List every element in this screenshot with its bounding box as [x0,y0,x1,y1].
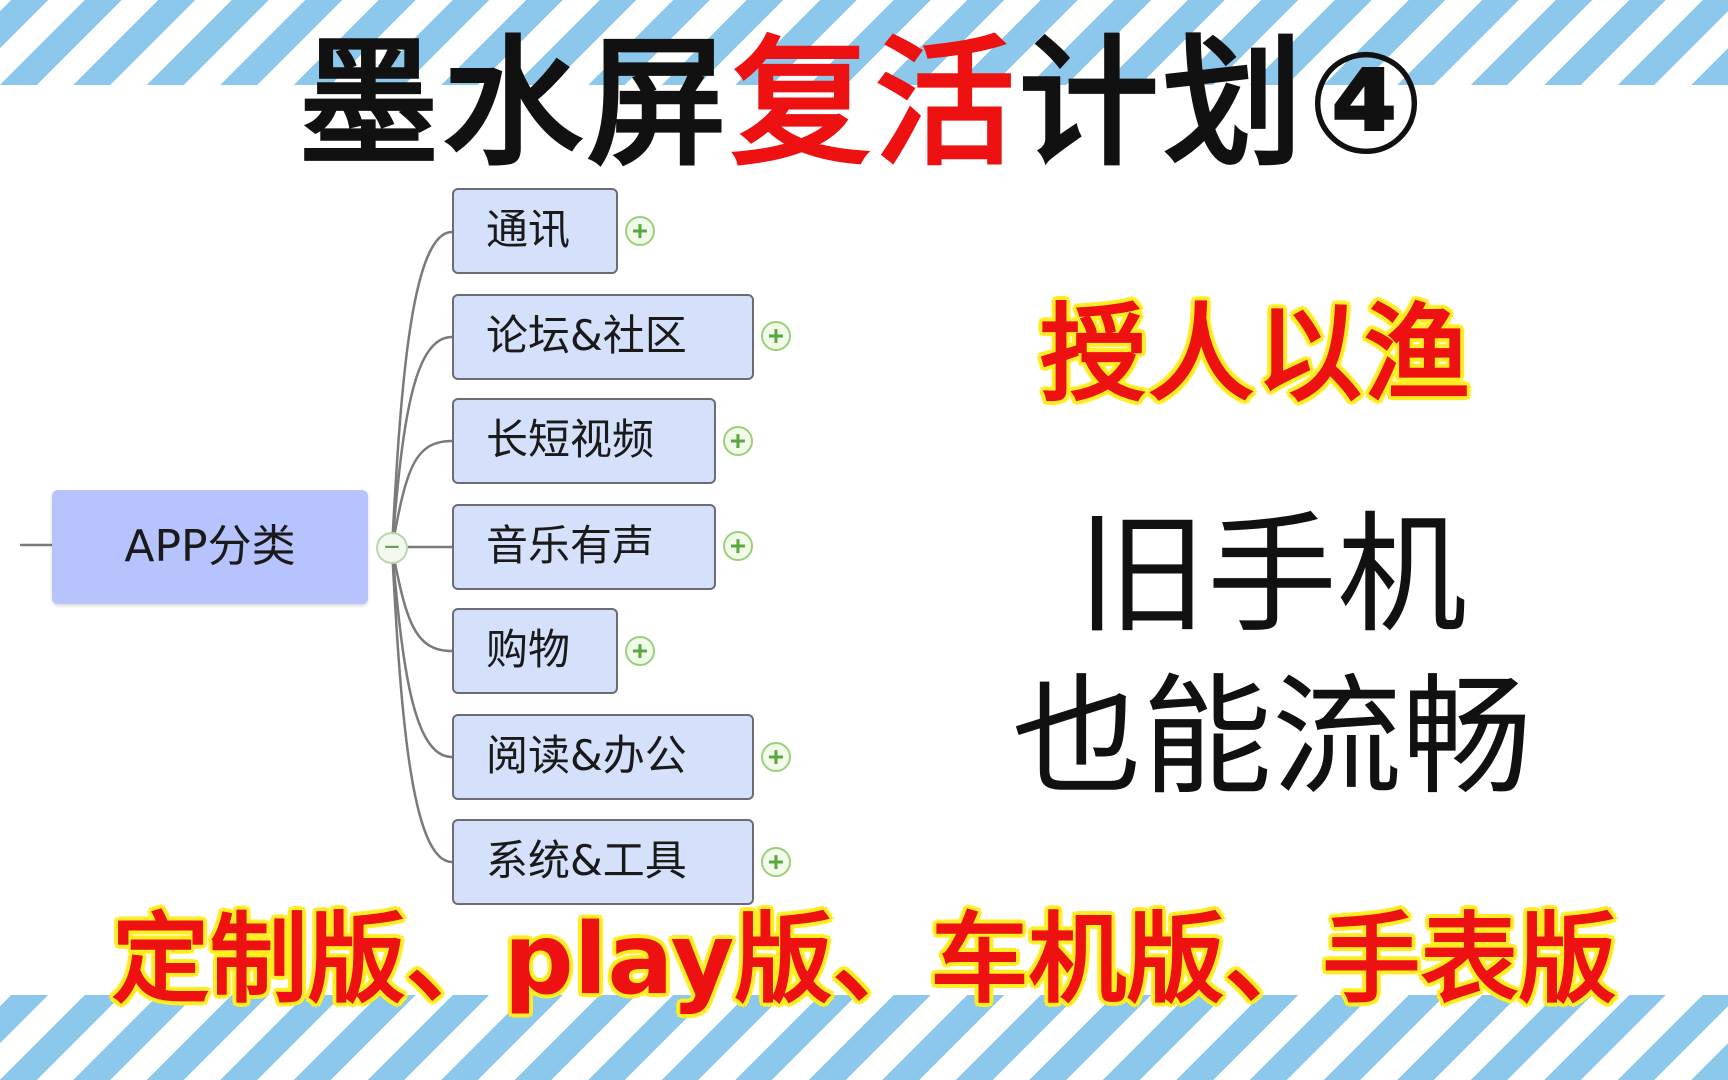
headline-line-1: 旧手机 [1076,499,1467,651]
branch-node-music-audio[interactable]: 音乐有声 [452,504,716,590]
branch-node-communication[interactable]: 通讯 [452,188,618,274]
versions-banner: 定制版、play版、车机版、手表版 [111,903,1617,1017]
mindmap-root-node[interactable]: APP分类 [52,490,368,604]
branch-node-shopping[interactable]: 购物 [452,608,618,694]
connector-6 [390,547,453,759]
connector-5 [390,547,453,653]
connector-1 [390,230,453,549]
title-part-1: 墨水屏 [298,23,731,186]
motto-text: 授人以渔 [1040,293,1472,416]
branch-node-reading-office[interactable]: 阅读&办公 [452,714,754,800]
expand-icon[interactable]: + [625,636,655,666]
branch-node-video[interactable]: 长短视频 [452,398,716,484]
expand-icon[interactable]: + [761,742,791,772]
collapse-icon[interactable]: − [376,532,408,564]
top-stripe-band [0,0,1728,85]
connector-2 [390,335,453,549]
connector-7 [390,547,453,864]
expand-icon[interactable]: + [625,216,655,246]
connector-3 [390,439,453,549]
expand-icon[interactable]: + [761,847,791,877]
expand-icon[interactable]: + [723,426,753,456]
branch-node-forum-community[interactable]: 论坛&社区 [452,294,754,380]
bottom-stripe-band [0,995,1728,1080]
expand-icon[interactable]: + [761,321,791,351]
expand-icon[interactable]: + [723,531,753,561]
title-part-2: 复活 [730,23,1019,186]
title-part-3: 计划④ [1018,23,1430,186]
page-title: 墨水屏复活计划④ [0,30,1728,180]
headline-line-2: 也能流畅 [1011,661,1532,813]
branch-node-system-tools[interactable]: 系统&工具 [452,819,754,905]
